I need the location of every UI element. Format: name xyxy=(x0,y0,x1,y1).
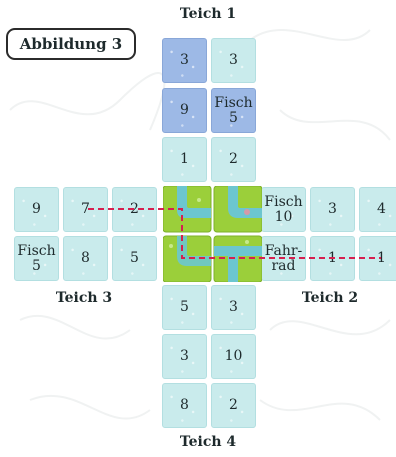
land-tile-bottom-left xyxy=(163,236,211,282)
tile-teich1-r1c2[interactable]: 3 xyxy=(211,38,256,83)
tile-teich4-r3c1[interactable]: 8 xyxy=(162,383,207,428)
tile-teich4-r3c2[interactable]: 2 xyxy=(211,383,256,428)
tile-teich2-r1c3[interactable]: 4 xyxy=(359,187,396,232)
tile-teich3-r1c2[interactable]: 7 xyxy=(63,187,108,232)
tile-teich1-r2c2[interactable]: Fisch 5 xyxy=(211,88,256,133)
tile-teich2-r1c1[interactable]: Fisch 10 xyxy=(261,187,306,232)
tile-teich1-r3c2[interactable]: 2 xyxy=(211,137,256,182)
tile-teich2-r2c1[interactable]: Fahr- rad xyxy=(261,236,306,281)
tile-teich4-r2c2[interactable]: 10 xyxy=(211,334,256,379)
pond-label-teich-2: Teich 2 xyxy=(280,290,380,306)
tile-teich4-r2c1[interactable]: 3 xyxy=(162,334,207,379)
tile-teich2-r2c3[interactable]: 1 xyxy=(359,236,396,281)
tile-teich3-r1c1[interactable]: 9 xyxy=(14,187,59,232)
tile-teich1-r1c1[interactable]: 3 xyxy=(162,38,207,83)
land-tile-bottom-right xyxy=(214,236,262,282)
figure-label: Abbildung 3 xyxy=(6,28,136,60)
pond-label-teich-1: Teich 1 xyxy=(158,6,258,22)
land-tile-top-right xyxy=(214,186,262,232)
tile-teich2-r2c2[interactable]: 1 xyxy=(310,236,355,281)
land-tile-top-left xyxy=(163,186,211,232)
tile-teich4-r1c2[interactable]: 3 xyxy=(211,285,256,330)
tile-teich1-r2c1[interactable]: 9 xyxy=(162,88,207,133)
pond-label-teich-4: Teich 4 xyxy=(158,434,258,450)
tile-teich2-r1c2[interactable]: 3 xyxy=(310,187,355,232)
tile-teich3-r2c2[interactable]: 8 xyxy=(63,236,108,281)
tile-teich3-r2c1[interactable]: Fisch 5 xyxy=(14,236,59,281)
pond-label-teich-3: Teich 3 xyxy=(34,290,134,306)
tile-teich4-r1c1[interactable]: 5 xyxy=(162,285,207,330)
tile-teich1-r3c1[interactable]: 1 xyxy=(162,137,207,182)
tile-teich3-r2c3[interactable]: 5 xyxy=(112,236,157,281)
tile-teich3-r1c3[interactable]: 2 xyxy=(112,187,157,232)
center-land-tiles[interactable] xyxy=(163,186,262,282)
